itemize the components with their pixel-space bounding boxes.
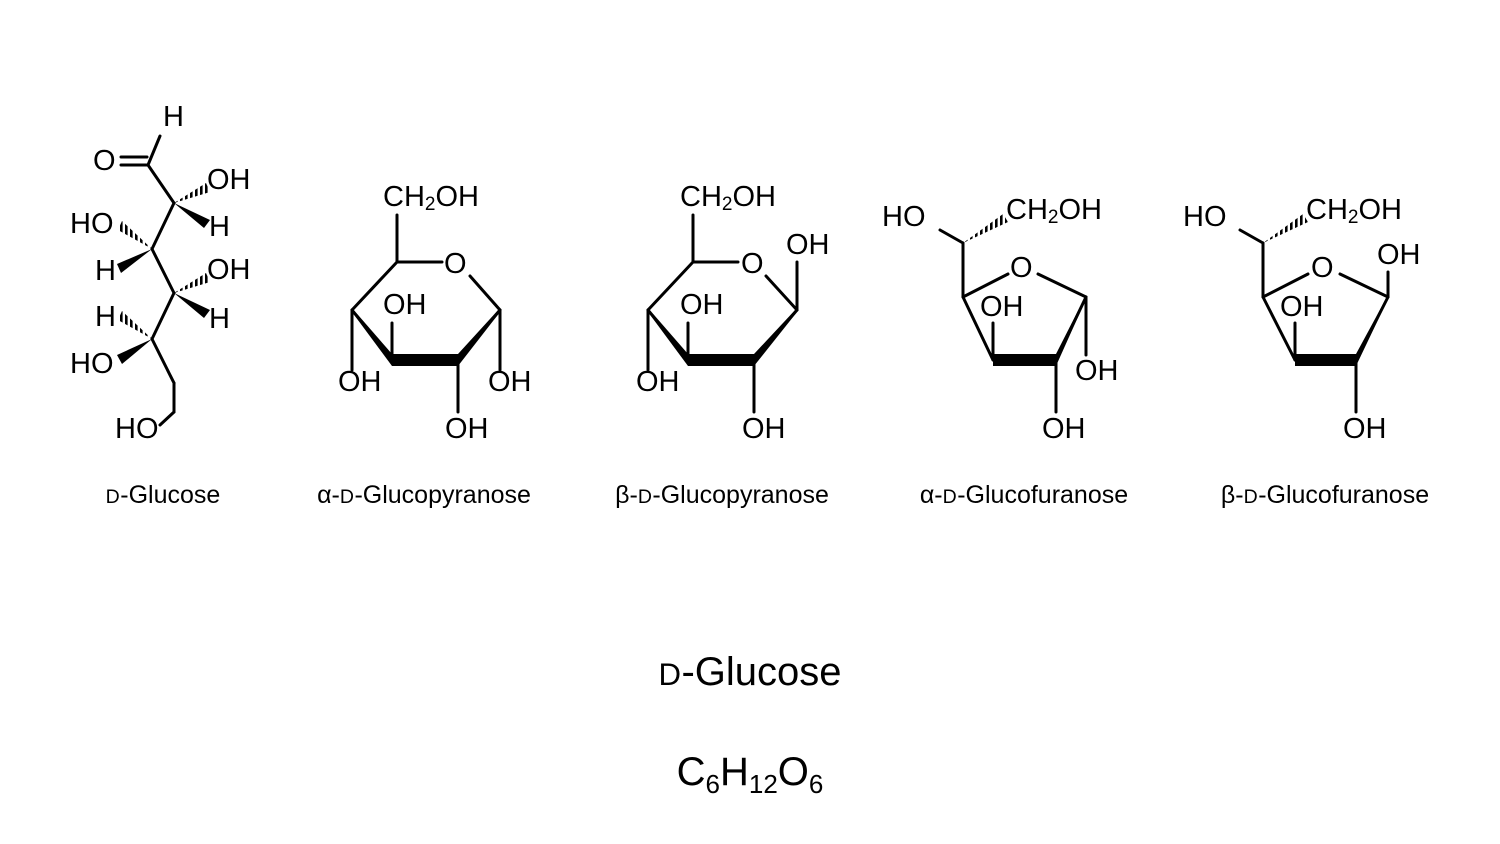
atom-label: H — [209, 211, 230, 243]
alpha-pyranose-front-bonds — [352, 308, 500, 366]
atom-label: OH — [742, 413, 786, 445]
atom-label: OH — [636, 366, 680, 398]
beta-furanose-front-bonds — [1295, 295, 1388, 366]
alpha-furanose-hash — [963, 214, 1008, 243]
summary-name: D-Glucose — [658, 650, 842, 694]
atom-label: OH — [680, 289, 724, 321]
beta-furanose-hash — [1263, 214, 1308, 243]
molecular-formula: C6H12O6 — [676, 750, 824, 799]
atom-label: H — [95, 255, 116, 287]
atom-label: OH — [786, 229, 830, 261]
ring-oxygen: O — [1311, 252, 1334, 284]
alpha-furanose-front-bonds — [993, 295, 1086, 366]
atom-label: O — [93, 145, 116, 177]
ch2oh-group: CH2OH — [680, 181, 776, 215]
atom-label: HO — [70, 348, 114, 380]
atom-label: HO — [115, 413, 159, 445]
atom-label: OH — [1377, 239, 1421, 271]
beta-pyranose-front-bonds — [648, 308, 797, 366]
caption-beta-d-glucofuranose: β-D-Glucofuranose — [1220, 481, 1430, 509]
atom-label: OH — [445, 413, 489, 445]
atom-label: OH — [1343, 413, 1387, 445]
atom-label: OH — [207, 254, 251, 286]
open-chain-hashes — [118, 183, 210, 339]
caption-alpha-d-glucofuranose: α-D-Glucofuranose — [919, 481, 1129, 509]
atom-label: HO — [882, 201, 926, 233]
atom-label: H — [163, 101, 184, 133]
ring-oxygen: O — [741, 248, 764, 280]
atom-label: HO — [70, 208, 114, 240]
ch2oh-group: CH2OH — [1006, 194, 1102, 228]
atom-label: H — [95, 301, 116, 333]
atom-label: OH — [488, 366, 532, 398]
caption-d-glucose: D-Glucose — [105, 481, 221, 509]
ring-oxygen: O — [444, 248, 467, 280]
open-chain-skeleton — [119, 134, 176, 427]
atom-label: HO — [1183, 201, 1227, 233]
ch2oh-group: CH2OH — [1306, 194, 1402, 228]
caption-beta-d-glucopyranose: β-D-Glucopyranose — [615, 481, 829, 509]
atom-label: OH — [207, 164, 251, 196]
ch2oh-group: CH2OH — [383, 181, 479, 215]
atom-label: OH — [338, 366, 382, 398]
atom-label: OH — [1042, 413, 1086, 445]
atom-label: OH — [383, 289, 427, 321]
ring-oxygen: O — [1010, 252, 1033, 284]
caption-alpha-d-glucopyranose: α-D-Glucopyranose — [317, 481, 531, 509]
atom-label: H — [209, 303, 230, 335]
atom-label: OH — [980, 291, 1024, 323]
atom-label: OH — [1075, 355, 1119, 387]
atom-label: OH — [1280, 291, 1324, 323]
open-chain-wedges — [117, 203, 210, 364]
